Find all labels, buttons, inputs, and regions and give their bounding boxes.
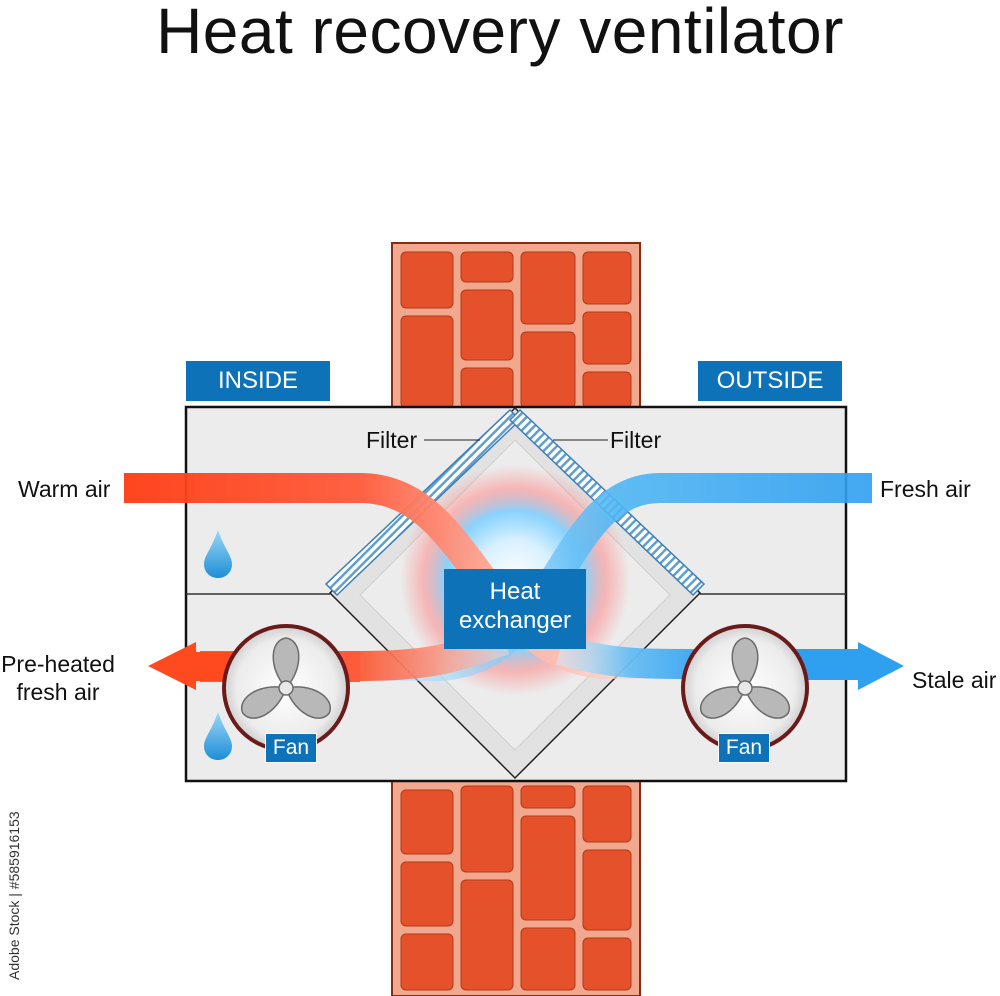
brick-wall-bottom — [391, 779, 641, 996]
preheated-label: Pre-heated fresh air — [0, 650, 116, 706]
preheated-label-line1: Pre-heated — [1, 651, 115, 677]
diagram-title: Heat recovery ventilator — [156, 0, 844, 67]
warm-air-label: Warm air — [18, 476, 111, 502]
preheated-label-line2: fresh air — [16, 679, 100, 705]
outside-label: OUTSIDE — [698, 361, 842, 401]
filter-left-label: Filter — [366, 427, 418, 453]
fresh-air-label: Fresh air — [880, 476, 971, 502]
heat-exchanger-line2: exchanger — [458, 607, 572, 634]
stale-stream — [555, 635, 701, 679]
stock-id: Adobe Stock | #585916153 — [6, 811, 22, 980]
filter-right-label: Filter — [610, 427, 662, 453]
fan-right-label: Fan — [718, 733, 770, 763]
fan-left-label: Fan — [265, 733, 317, 763]
heat-exchanger-label: Heat exchanger — [444, 569, 586, 649]
fan-right — [681, 624, 809, 752]
water-drop-icon — [204, 712, 232, 760]
preheated-arrow — [148, 642, 196, 690]
heat-exchanger-line1: Heat — [489, 578, 541, 605]
fan-left — [222, 624, 350, 752]
inside-label: INSIDE — [186, 361, 330, 401]
stale-arrow — [858, 642, 904, 690]
stale-air-label: Stale air — [912, 667, 997, 693]
water-drop-icon — [204, 530, 232, 578]
brick-wall-top — [391, 242, 641, 409]
